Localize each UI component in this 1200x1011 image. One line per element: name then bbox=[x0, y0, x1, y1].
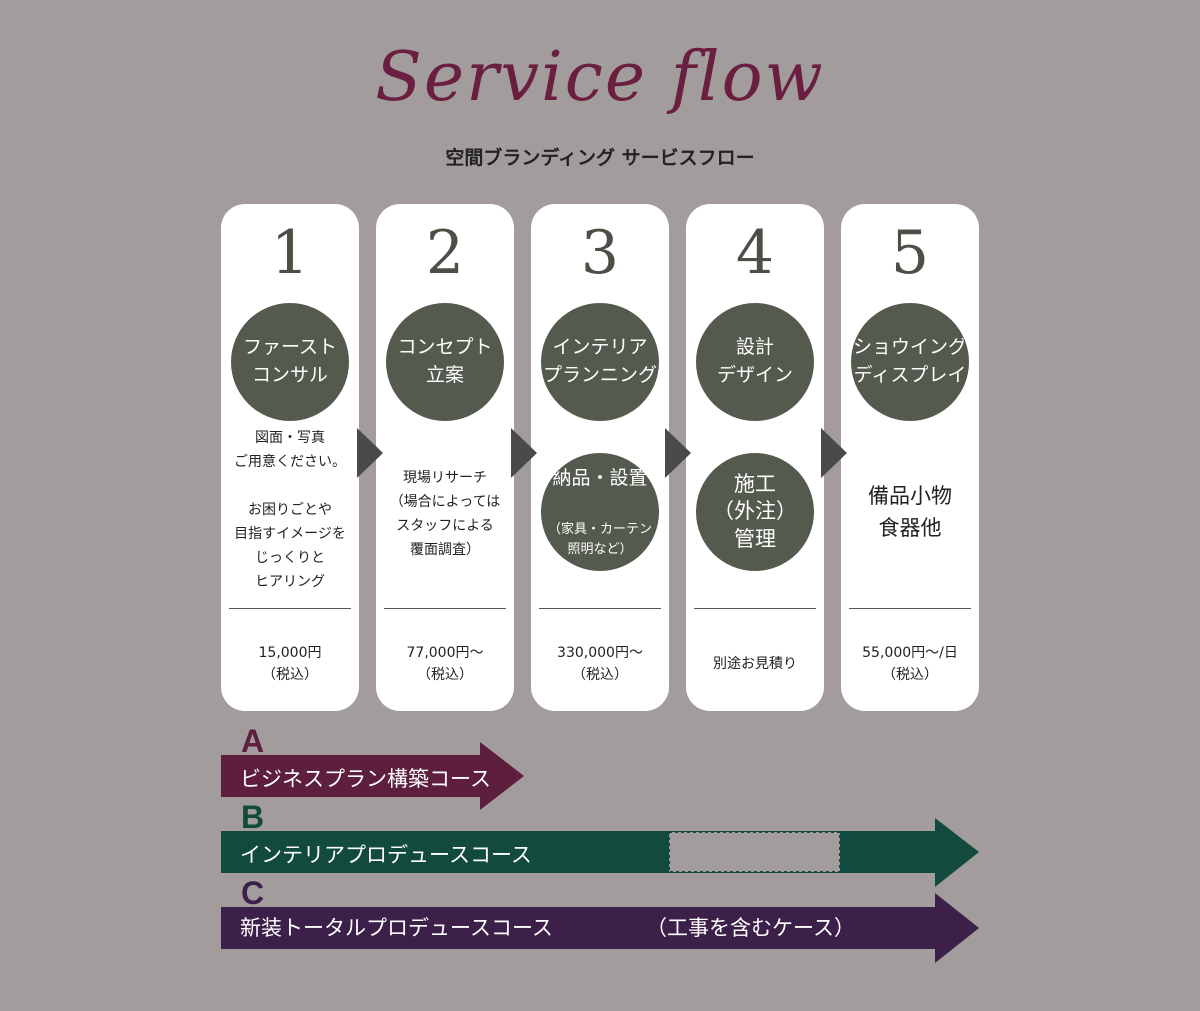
course-c-letter: C bbox=[241, 875, 265, 911]
step-price: 330,000円〜 （税込） bbox=[557, 644, 643, 683]
circle-sub-text: （家具・カーテン 照明など） bbox=[547, 522, 652, 557]
step-circle-secondary: 納品・設置 （家具・カーテン 照明など） bbox=[541, 453, 659, 571]
step-arrow-icon bbox=[665, 428, 691, 478]
service-flow-title: Service flow bbox=[375, 38, 825, 117]
step-number: 2 bbox=[425, 218, 465, 288]
step-number: 3 bbox=[580, 218, 620, 288]
step-description: 図面・写真 ご用意ください。 お困りごとや 目指すイメージを じっくりと ヒアリ… bbox=[234, 430, 346, 591]
step-card-4: 4 設計 デザイン 施工 （外注） 管理 別途お見積り bbox=[686, 204, 824, 711]
step-circle-secondary: 施工 （外注） 管理 bbox=[696, 453, 814, 571]
step-price: 別途お見積り bbox=[713, 655, 797, 672]
step-circle-main: ファースト コンサル bbox=[231, 303, 349, 421]
step-divider bbox=[849, 608, 971, 609]
step-circle-main: ショウイング ディスプレイ bbox=[851, 303, 969, 421]
step-divider bbox=[229, 608, 351, 609]
course-c-note: （工事を含むケース） bbox=[646, 916, 855, 940]
circle-main-text: 納品・設置 bbox=[552, 466, 648, 489]
step-price: 15,000円 （税込） bbox=[258, 644, 322, 683]
step-circle-main: インテリア プランニング bbox=[541, 303, 659, 421]
course-c-label: 新装トータルプロデュースコース bbox=[240, 916, 553, 940]
course-a-letter: A bbox=[241, 723, 265, 759]
step-card-3: 3 インテリア プランニング 納品・設置 （家具・カーテン 照明など） 330,… bbox=[531, 204, 669, 711]
step-card-2: 2 コンセプト 立案 現場リサーチ （場合によっては スタッフによる 覆面調査）… bbox=[376, 204, 514, 711]
step-card-1: 1 ファースト コンサル 図面・写真 ご用意ください。 お困りごとや 目指すイメ… bbox=[221, 204, 359, 711]
step-arrow-icon bbox=[821, 428, 847, 478]
step-arrow-icon bbox=[357, 428, 383, 478]
step-divider bbox=[694, 608, 816, 609]
course-c-arrow bbox=[221, 893, 979, 963]
course-a-arrow bbox=[221, 742, 524, 810]
page-subtitle: 空間ブランディング サービスフロー bbox=[445, 147, 755, 169]
step-card-5: 5 ショウイング ディスプレイ 備品小物 食器他 55,000円〜/日 （税込） bbox=[841, 204, 979, 711]
course-b-dotted-section bbox=[668, 831, 841, 873]
course-b-letter: B bbox=[241, 799, 265, 835]
course-a-label: ビジネスプラン構築コース bbox=[240, 767, 491, 791]
step-circle-main: コンセプト 立案 bbox=[386, 303, 504, 421]
step-arrow-icon bbox=[511, 428, 537, 478]
step-description: 備品小物 食器他 bbox=[868, 484, 952, 540]
step-price: 55,000円〜/日 （税込） bbox=[862, 644, 958, 683]
course-b-label: インテリアプロデュースコース bbox=[240, 843, 532, 867]
step-description: 現場リサーチ （場合によっては スタッフによる 覆面調査） bbox=[389, 470, 501, 559]
step-divider bbox=[384, 608, 506, 609]
step-number: 1 bbox=[270, 218, 310, 288]
step-circle-main: 設計 デザイン bbox=[696, 303, 814, 421]
step-divider bbox=[539, 608, 661, 609]
step-number: 4 bbox=[735, 218, 775, 288]
step-price: 77,000円〜 （税込） bbox=[406, 644, 484, 683]
step-number: 5 bbox=[890, 218, 930, 288]
